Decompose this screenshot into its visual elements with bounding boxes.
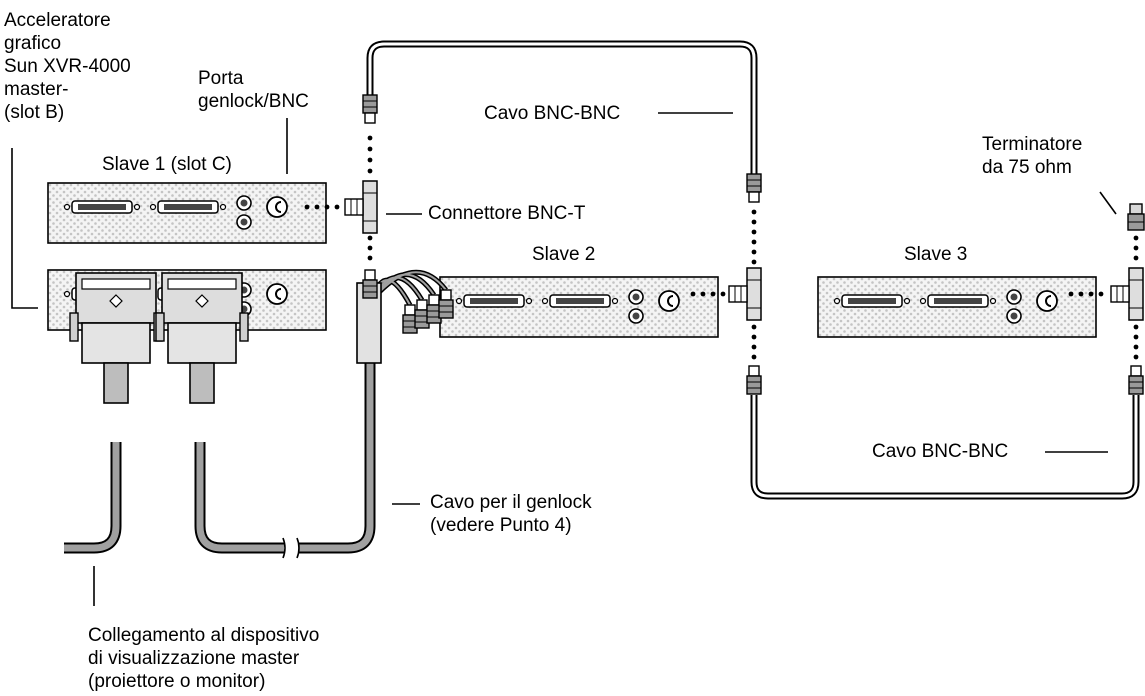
- slave3-label: Slave 3: [904, 244, 968, 265]
- bottom-bnc-cable: [752, 395, 1138, 498]
- slave3-card: [817, 276, 1097, 338]
- master-leader-line: [11, 148, 38, 309]
- t-connector-label: Connettore BNC-T: [428, 203, 586, 224]
- bnc-t-connector-slave3: [1110, 267, 1144, 321]
- bottom-cable-label: Cavo BNC-BNC: [872, 441, 1009, 462]
- bnc-plug-slave2-upper: [746, 173, 762, 203]
- display-cable-outline: [64, 442, 122, 554]
- genlock-cable-line-1: Cavo per il genlock: [430, 492, 592, 513]
- bnc-plug-top-cable: [362, 94, 378, 124]
- top-bnc-cable: [368, 42, 756, 174]
- display-link-line-1: Collegamento al dispositivo: [88, 625, 320, 646]
- terminator-line-1: Terminatore: [982, 134, 1083, 155]
- dsub-connector-genlock: [155, 272, 249, 404]
- genlock-cable-to-dsub-outline: [194, 442, 284, 554]
- bnc-plug-slave3-lower: [1128, 365, 1144, 395]
- genlock-cable: [298, 305, 374, 552]
- display-cable: [64, 442, 120, 552]
- terminator-75-ohm: [1127, 203, 1145, 231]
- slave2-card: [439, 276, 719, 338]
- master-accelerator-label: Acceleratore grafico Sun XVR-4000 master…: [4, 9, 131, 124]
- display-link-line-3: (proiettore o monitor): [88, 671, 266, 692]
- dsub-connector-display: [69, 272, 163, 404]
- display-link-label: Collegamento al dispositivo di visualizz…: [88, 624, 319, 693]
- master-label-line-3: Sun XVR-4000: [4, 56, 131, 77]
- slave1-label: Slave 1 (slot C): [102, 154, 232, 175]
- bnc-plug-slave2-lower: [746, 365, 762, 395]
- genlock-cable-label: Cavo per il genlock (vedere Punto 4): [430, 491, 592, 537]
- breakout-plug-4: [438, 289, 454, 319]
- slave2-label: Slave 2: [532, 244, 596, 265]
- bnc-t-connector-slave1: [344, 180, 378, 234]
- master-label-line-1: Acceleratore: [4, 10, 111, 31]
- master-label-line-2: grafico: [4, 33, 62, 54]
- master-label-line-5: (slot B): [4, 102, 65, 123]
- genlock-port-line-2: genlock/BNC: [198, 91, 309, 112]
- genlock-cable-to-dsub: [196, 442, 284, 552]
- terminator-label: Terminatore da 75 ohm: [982, 133, 1082, 179]
- genlock-cable-line-2: (vedere Punto 4): [430, 515, 572, 536]
- top-cable-label: Cavo BNC-BNC: [484, 103, 621, 124]
- genlock-port-label: Porta genlock/BNC: [198, 67, 309, 113]
- display-link-line-2: di visualizzazione master: [88, 648, 300, 669]
- slave1-card: [47, 182, 327, 244]
- terminator-line-2: da 75 ohm: [982, 157, 1072, 178]
- bnc-t-connector-slave2: [728, 267, 762, 321]
- leader-lines: [93, 112, 1117, 606]
- cable-break-mark: [282, 537, 300, 559]
- genlock-port-line-1: Porta: [198, 68, 244, 89]
- master-label-line-4: master-: [4, 79, 69, 100]
- bnc-plug-genlock: [362, 269, 378, 299]
